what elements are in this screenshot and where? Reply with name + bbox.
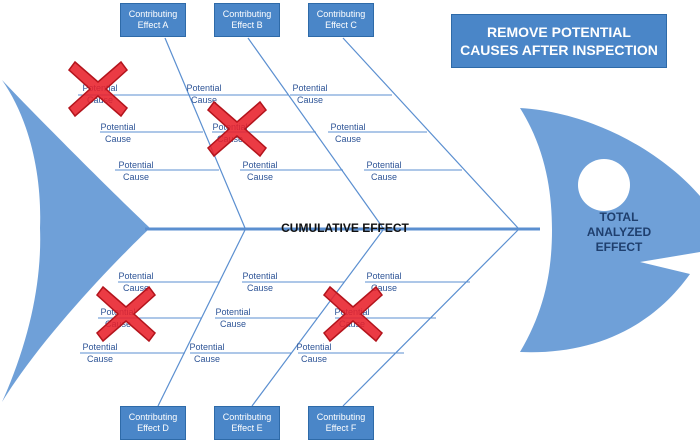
red-x-icon: [322, 285, 384, 343]
cause-line-1: Potential: [292, 83, 328, 93]
cause-line-2: Cause: [334, 134, 361, 144]
head-line-3: EFFECT: [595, 240, 643, 254]
cause-line-1: Potential: [100, 122, 136, 132]
cause-line-2: Cause: [190, 95, 217, 105]
cause-line-1: Potential: [118, 271, 154, 281]
cause-line-1: Potential: [118, 160, 154, 170]
cause-line-1: Potential: [366, 160, 402, 170]
bone-c: [342, 37, 519, 229]
effect-box-f: Contributing Effect F: [308, 406, 374, 440]
red-x-icon: [67, 60, 129, 118]
cause-line-1: Potential: [186, 83, 222, 93]
cause-line-2: Cause: [219, 319, 246, 329]
head-line-2: ANALYZED: [586, 225, 652, 239]
cause-line-2: Cause: [370, 172, 397, 182]
cause-line-2: Cause: [246, 283, 273, 293]
effect-box-d: Contributing Effect D: [120, 406, 186, 440]
red-x-icon: [95, 285, 157, 343]
head-line-1: TOTAL: [599, 210, 639, 224]
bone-b: [247, 37, 384, 229]
bone-a: [164, 37, 246, 229]
effect-box-a: Contributing Effect A: [120, 3, 186, 37]
fish-eye: [578, 159, 630, 211]
cause-line-2: Cause: [104, 134, 131, 144]
red-x-icon: [206, 100, 268, 158]
cause-line-2: Cause: [122, 172, 149, 182]
cause-line-2: Cause: [86, 95, 113, 105]
total-effect-label: TOTAL ANALYZED EFFECT: [574, 210, 664, 255]
cause-line-2: Cause: [246, 172, 273, 182]
cumulative-effect-label: CUMULATIVE EFFECT: [281, 221, 409, 235]
cause-line-2: Cause: [193, 354, 220, 364]
cause-line-1: Potential: [330, 122, 366, 132]
fish-tail: [2, 80, 150, 402]
cause-line-1: Potential: [296, 342, 332, 352]
fish-head: [520, 108, 700, 353]
cause-line-1: Potential: [242, 160, 278, 170]
cause-line-1: Potential: [82, 342, 118, 352]
instruction-banner: REMOVE POTENTIAL CAUSES AFTER INSPECTION: [451, 14, 667, 68]
cause-line-1: Potential: [366, 271, 402, 281]
cause-line-2: Cause: [338, 319, 365, 329]
banner-line-1: REMOVE POTENTIAL: [487, 24, 631, 40]
cause-line-1: Potential: [189, 342, 225, 352]
cause-line-2: Cause: [86, 354, 113, 364]
effect-box-b: Contributing Effect B: [214, 3, 280, 37]
cause-line-1: Potential: [242, 271, 278, 281]
effect-box-e: Contributing Effect E: [214, 406, 280, 440]
cause-line-2: Cause: [122, 283, 149, 293]
banner-line-2: CAUSES AFTER INSPECTION: [460, 42, 658, 58]
cause-line-2: Cause: [370, 283, 397, 293]
effect-box-c: Contributing Effect C: [308, 3, 374, 37]
cause-line-2: Cause: [300, 354, 327, 364]
cause-line-2: Cause: [296, 95, 323, 105]
cause-line-1: Potential: [215, 307, 251, 317]
